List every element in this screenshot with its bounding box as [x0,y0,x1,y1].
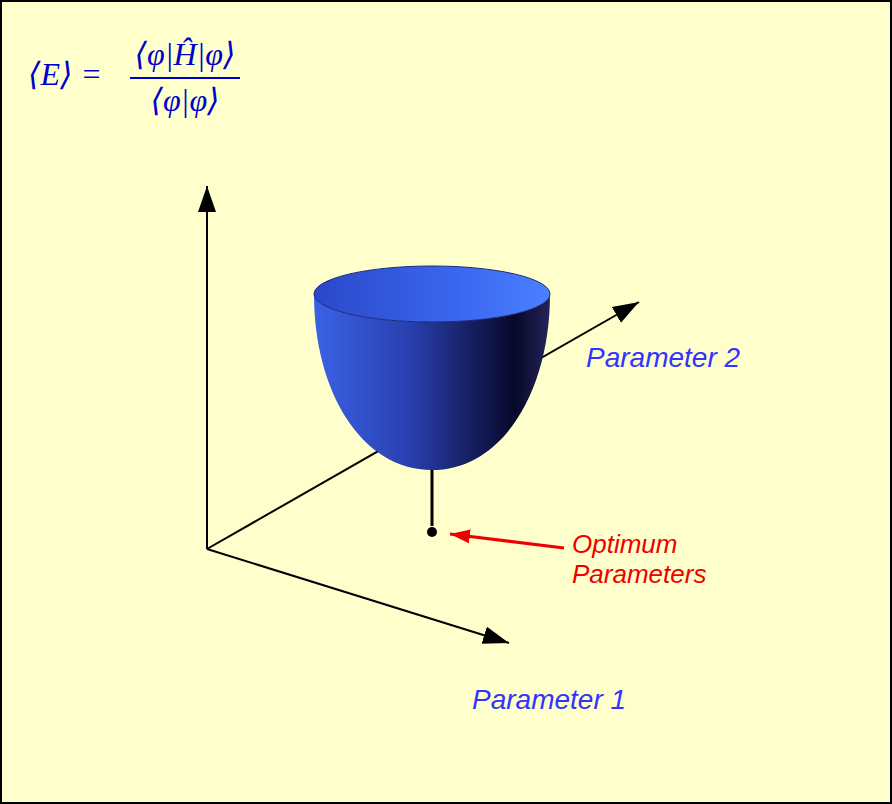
formula-numerator: ⟨φ|Ĥ|φ⟩ [130,36,240,73]
optimum-stem [431,464,434,526]
paraboloid-rim [314,266,550,322]
fraction-bar [130,77,240,79]
formula-lhs: ⟨E⟩ = [28,56,102,93]
optimum-point [427,527,437,537]
formula-denominator: ⟨φ|φ⟩ [130,82,240,119]
callout-label: Optimum Parameters [572,530,742,590]
parameter-1-axis [207,549,509,643]
axis-label: Parameter 1 [472,684,626,716]
energy-axis [206,186,208,549]
axis-label: Parameter 2 [586,342,740,374]
optimum-leader-arrow [450,534,564,548]
